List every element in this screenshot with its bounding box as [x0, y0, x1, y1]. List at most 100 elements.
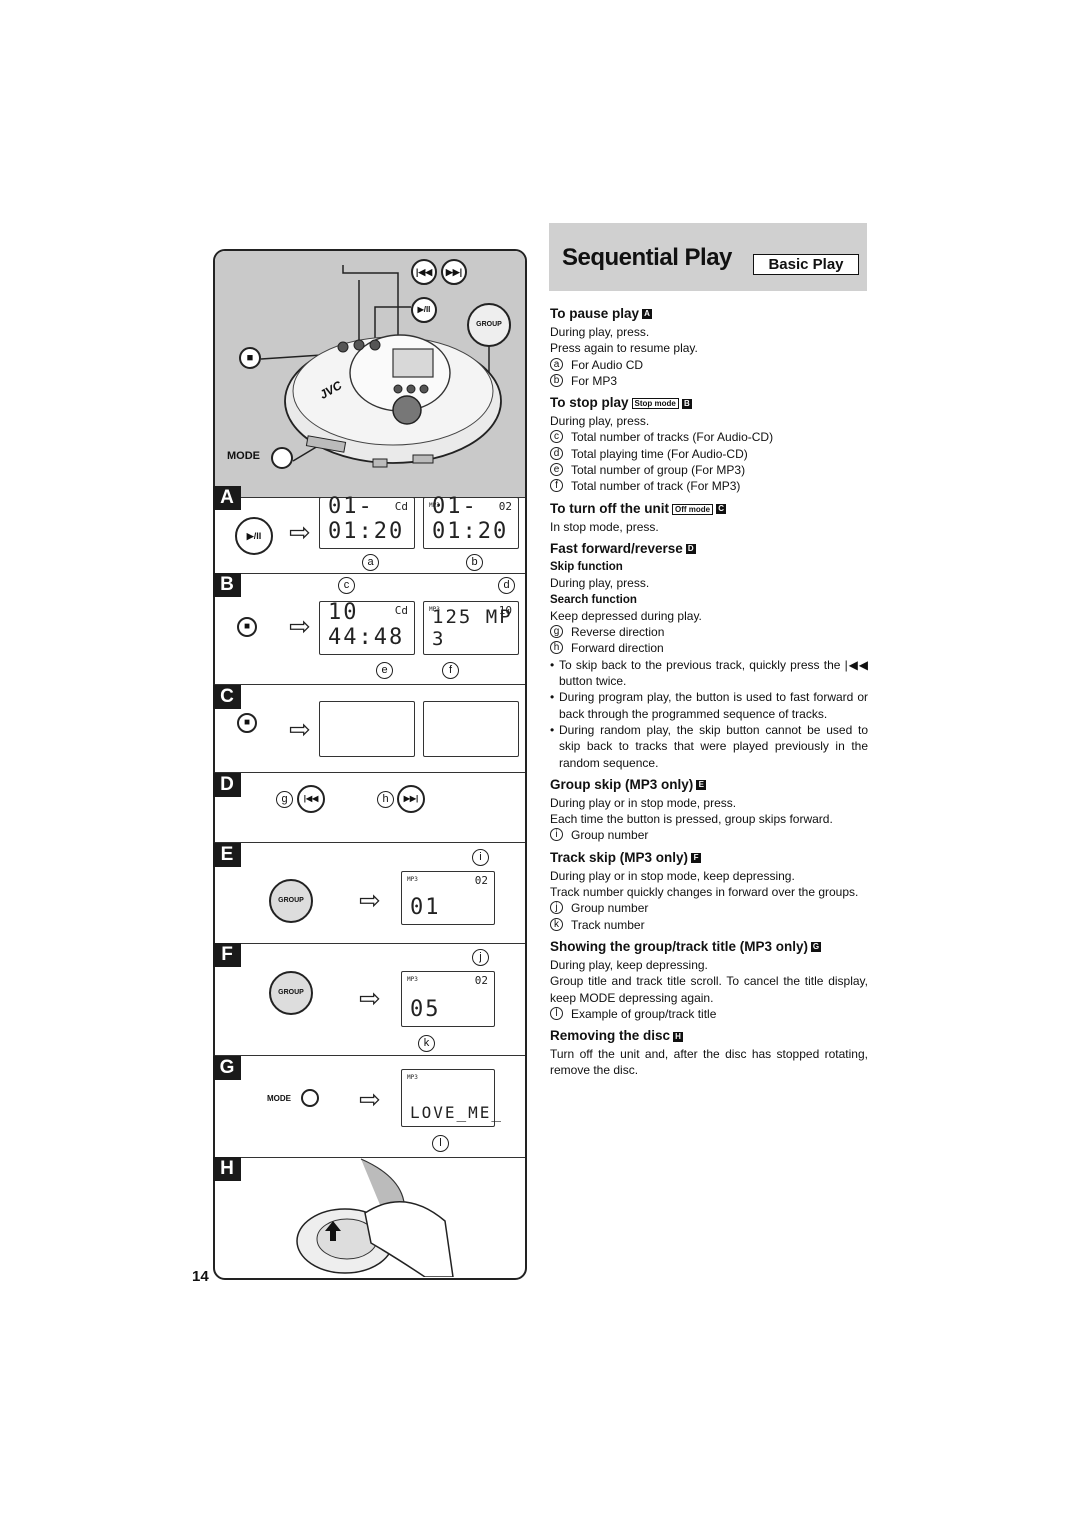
player-drawing — [260, 265, 502, 468]
stop-press-icon: ■ — [237, 617, 257, 637]
play-pause-press-icon: ▶/II — [235, 517, 273, 555]
section-label-g: G — [213, 1056, 241, 1080]
off-mode-chip: Off mode — [671, 503, 714, 515]
callout-c: c — [338, 577, 355, 594]
text-line: Each time the button is pressed, group s… — [550, 812, 833, 827]
callout-h: h — [377, 791, 394, 808]
player-overview: |◀◀ ▶▶| ▶/II GROUP ■ MODE JVC — [215, 251, 525, 497]
skip-forward-press-icon: ▶▶| — [397, 785, 425, 813]
callout-g: g — [276, 791, 293, 808]
section-label-d: D — [213, 773, 241, 797]
callout-a: a — [362, 554, 379, 571]
text-line: During play or in stop mode, press. — [550, 795, 737, 810]
section-badge: Basic Play — [753, 254, 859, 275]
heading-remove-disc: Removing the disc — [550, 1028, 671, 1044]
display-c: Cd 10 44:48 — [319, 600, 415, 655]
section-label-a: A — [213, 486, 241, 510]
arrow-right-icon: ⇨ — [359, 885, 381, 915]
page-number: 14 — [192, 1268, 209, 1285]
stop-button-icon: ■ — [239, 347, 261, 369]
bullet-item: During random play, the skip button cann… — [550, 722, 868, 771]
arrow-right-icon: ⇨ — [289, 517, 311, 547]
section-label-c: C — [213, 685, 241, 709]
callout-i: i — [472, 849, 489, 866]
heading-ff: Fast forward/reverse — [550, 540, 683, 556]
section-label-h: H — [213, 1157, 241, 1181]
marker-c: C — [716, 504, 727, 515]
search-function-heading: Search function — [550, 593, 637, 606]
skip-back-press-icon: |◀◀ — [297, 785, 325, 813]
group-button-icon: GROUP — [467, 303, 511, 347]
heading-stop: To stop play — [550, 395, 629, 411]
marker-b: B — [681, 398, 692, 409]
text-line: During play or in stop mode, keep depres… — [550, 868, 795, 883]
section-label-f: F — [213, 943, 241, 967]
group-label: GROUP — [476, 321, 502, 328]
heading-track-skip: Track skip (MP3 only) — [550, 849, 689, 865]
marker-e: E — [696, 780, 707, 791]
mode-button-icon — [271, 447, 293, 469]
arrow-right-icon: ⇨ — [289, 611, 311, 641]
section-label-b: B — [213, 573, 241, 597]
callout-l: l — [432, 1135, 449, 1152]
arrow-right-icon: ⇨ — [289, 714, 311, 744]
text-line: Turn off the unit and, after the disc ha… — [550, 1047, 868, 1078]
remove-disc-drawing — [296, 1158, 454, 1277]
marker-g: G — [811, 942, 822, 953]
callout-d: d — [498, 577, 515, 594]
marker-a: A — [642, 309, 653, 320]
arrow-right-icon: ⇨ — [359, 1084, 381, 1114]
play-pause-button-icon: ▶/II — [411, 297, 437, 323]
mode-press-icon — [301, 1089, 319, 1107]
callout-b: b — [466, 554, 483, 571]
illustration-panel: |◀◀ ▶▶| ▶/II GROUP ■ MODE JVC ▶/II ⇨ Cd … — [213, 249, 527, 1280]
marker-h: H — [673, 1031, 684, 1042]
callout-j: j — [472, 949, 489, 966]
arrow-right-icon: ⇨ — [359, 983, 381, 1013]
display-f: MP3 02 05 — [401, 971, 495, 1027]
group-press-icon: GROUP — [269, 971, 313, 1015]
skip-forward-button-icon: ▶▶| — [441, 259, 467, 285]
text-line: Track number quickly changes in forward … — [550, 885, 859, 900]
display-g: MP3 LOVE_ME_ — [401, 1069, 501, 1127]
display-d: MP3 10 125 MP 3 — [423, 601, 519, 655]
text-line: Keep depressed during play. — [550, 608, 702, 623]
callout-f: f — [442, 662, 459, 679]
mode-label: MODE — [227, 450, 260, 462]
display-b: MP3 02 01-01:20 — [423, 494, 519, 549]
display-blank-2 — [423, 701, 519, 757]
text-line: Press again to resume play. — [550, 341, 698, 356]
stop-mode-chip: Stop mode — [631, 398, 679, 410]
text-line: During play, press. — [550, 414, 650, 429]
skip-function-heading: Skip function — [550, 560, 623, 573]
display-e: MP3 02 01 — [401, 871, 495, 925]
page-title: Sequential Play — [562, 244, 732, 271]
mode-label: MODE — [267, 1094, 291, 1103]
bullet-item: To skip back to the previous track, quic… — [550, 657, 868, 690]
heading-off: To turn off the unit — [550, 500, 669, 516]
section-track-skip: Track skip (MP3 only)F During play or in… — [550, 849, 868, 933]
heading-group-skip: Group skip (MP3 only) — [550, 776, 694, 792]
text-line: During play, press. — [550, 576, 650, 591]
display-blank-1 — [319, 701, 415, 757]
marker-f: F — [691, 853, 702, 864]
section-label-e: E — [213, 843, 241, 867]
heading-title-display: Showing the group/track title (MP3 only) — [550, 938, 809, 954]
marker-d: D — [685, 544, 696, 555]
